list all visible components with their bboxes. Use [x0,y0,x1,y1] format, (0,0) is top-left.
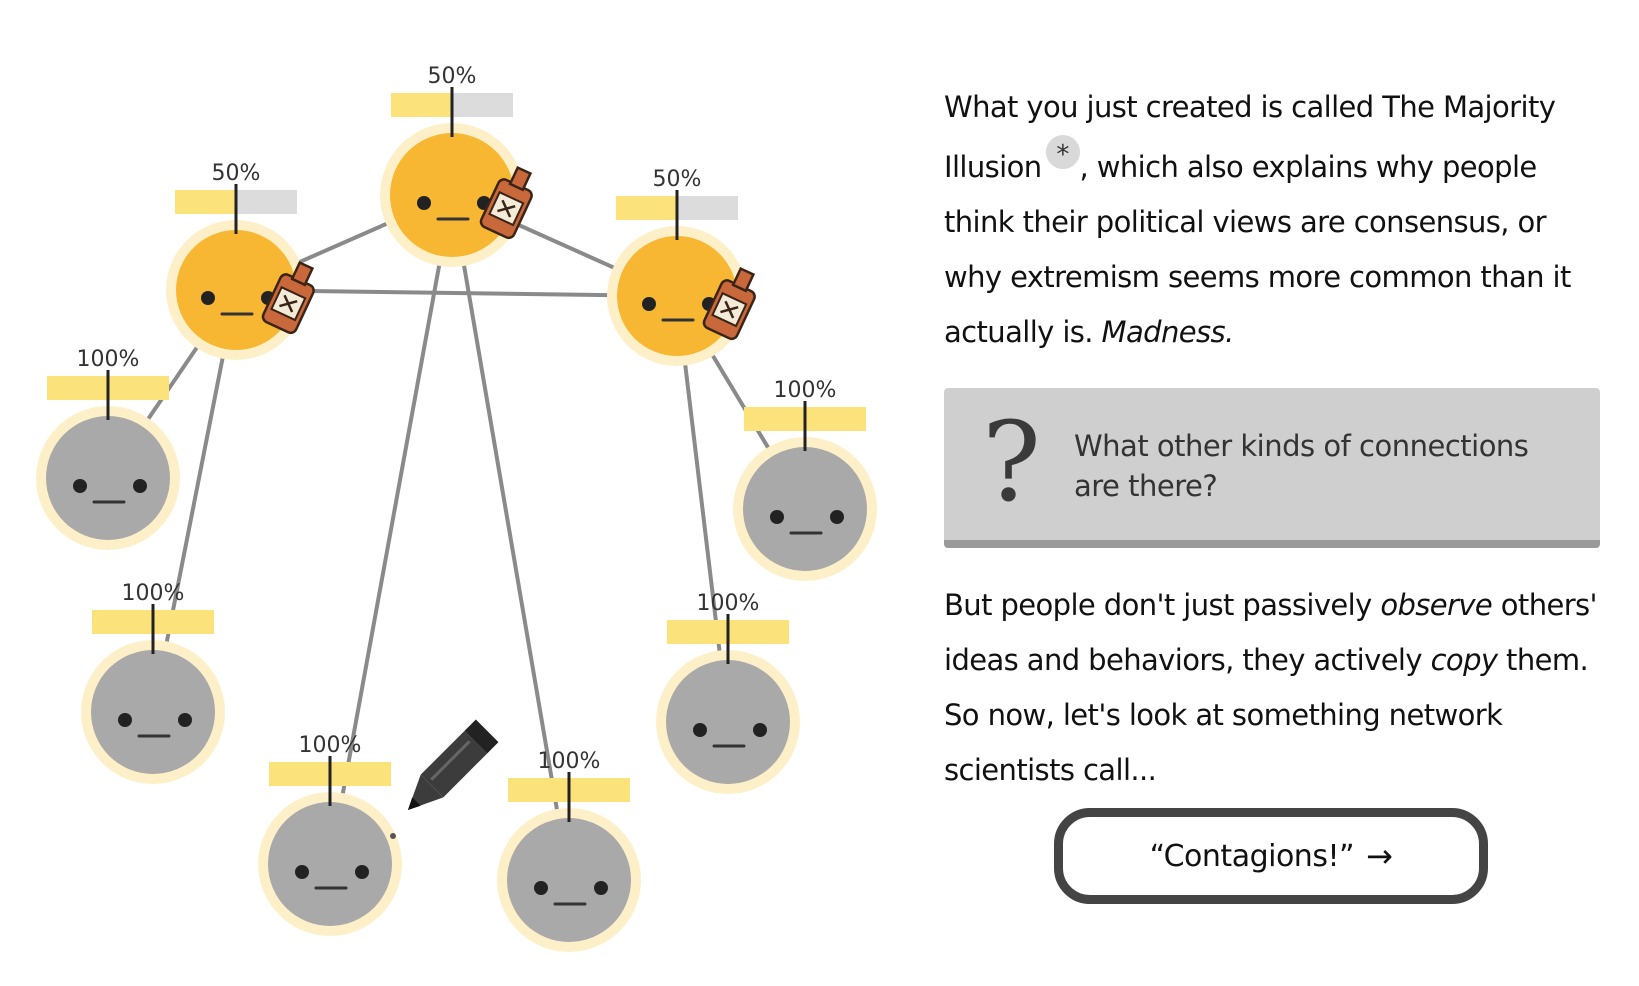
face-eye [133,479,147,493]
face-eye [770,510,784,524]
contagions-label: “Contagions!” [1150,839,1354,874]
pencil-icon[interactable] [397,720,499,822]
face-eye [594,881,608,895]
percent-label: 50% [653,167,702,192]
node-bottom-left[interactable]: 100% [258,733,402,936]
face-eye [355,865,369,879]
network-edge [452,195,569,880]
percent-label: 100% [774,378,837,403]
sober-face [743,447,867,571]
percent-label: 50% [212,161,261,186]
percent-bar-fill [175,190,236,214]
percent-label: 100% [538,749,601,774]
percent-label: 100% [299,733,362,758]
percent-label: 100% [697,591,760,616]
node-right-low[interactable]: 100% [656,591,800,794]
question-mark-icon: ? [982,402,1041,522]
sober-face [91,650,215,774]
network-nodes: 50% 50% 50% 100% 100% 100% 100% 100% 100% [36,64,877,952]
node-right-mid[interactable]: 100% [733,378,877,581]
percent-label: 50% [428,64,477,89]
contagion-intro-paragraph: But people don't just passively observe … [944,578,1600,798]
node-left-low[interactable]: 100% [81,581,225,784]
explanation-panel: What you just created is called The Majo… [944,80,1600,798]
percent-bar-fill [616,196,677,220]
node-upper-right[interactable]: 50% [607,167,763,366]
percent-label: 100% [77,347,140,372]
face-eye [693,723,707,737]
arrow-right-icon: → [1366,837,1392,875]
contagions-next-button[interactable]: “Contagions!” → [1054,808,1488,904]
node-upper-left[interactable]: 50% [166,161,322,360]
network-diagram: 50% 50% 50% 100% 100% 100% 100% 100% 100% [0,0,880,986]
face-eye [534,881,548,895]
face-eye [178,713,192,727]
node-top-center[interactable]: 50% [380,64,540,267]
pencil-dot [390,833,396,839]
sober-face [666,660,790,784]
face-eye [642,297,656,311]
percent-bar-fill [391,93,452,117]
face-eye [753,723,767,737]
majority-illusion-paragraph: What you just created is called The Majo… [944,80,1600,360]
node-bottom-right[interactable]: 100% [497,749,641,952]
percent-label: 100% [122,581,185,606]
face-eye [295,865,309,879]
sober-face [46,416,170,540]
question-button[interactable]: ? What other kinds of connections are th… [944,388,1600,548]
sober-face [507,818,631,942]
face-eye [201,291,215,305]
question-label: What other kinds of connections are ther… [1074,426,1574,506]
sober-face [268,802,392,926]
node-left-mid[interactable]: 100% [36,347,180,550]
face-eye [73,479,87,493]
face-eye [830,510,844,524]
face-eye [417,196,431,210]
footnote-button[interactable]: * [1046,135,1080,169]
face-eye [118,713,132,727]
